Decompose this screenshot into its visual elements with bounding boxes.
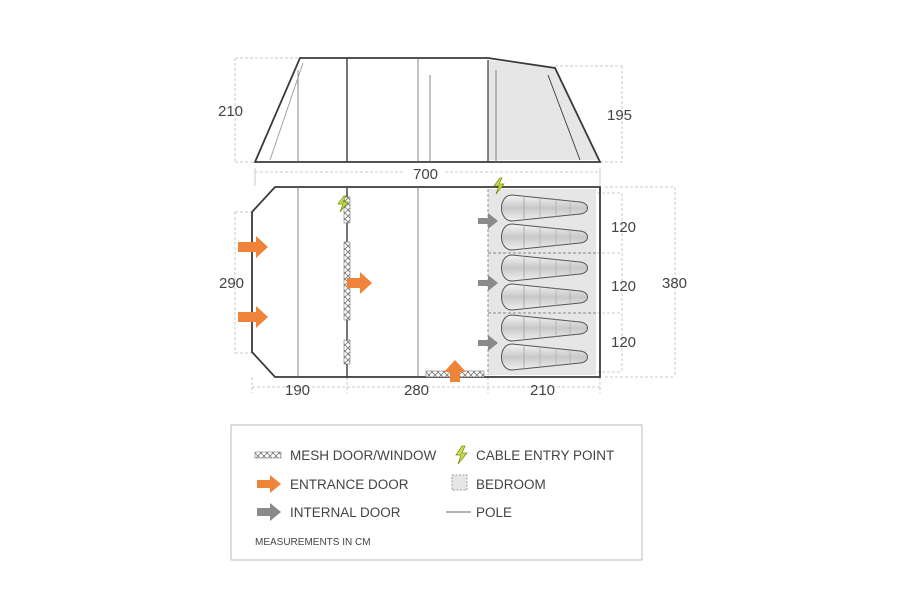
internal-door-arrows [478, 213, 498, 351]
elevation-guides [234, 57, 623, 163]
legend-box [230, 424, 643, 561]
entrance-arrow-icon [444, 360, 466, 382]
internal-arrow-icon [478, 213, 498, 229]
elevation-pole-lines [269, 58, 581, 162]
floorplan-guides [234, 186, 676, 393]
legend-note: MEASUREMENTS IN CM [255, 537, 371, 548]
entrance-arrows [238, 236, 466, 382]
legend-cable-label: CABLE ENTRY POINT [476, 448, 614, 463]
sleeping-bag-icon [501, 254, 588, 282]
dim-total-length: 700 [413, 166, 438, 183]
bedroom-icon [451, 474, 468, 491]
elevation-outline [253, 57, 602, 163]
dim-bedroom-2: 120 [611, 278, 636, 295]
dim-total-width: 380 [662, 275, 687, 292]
internal-arrow-icon [478, 335, 498, 351]
total-length-dimension: 700 [254, 164, 601, 186]
legend-entrance-label: ENTRANCE DOOR [290, 477, 409, 492]
entrance-arrow-icon [347, 272, 372, 294]
entrance-arrow-icon [238, 236, 268, 258]
mesh-strip [343, 196, 351, 224]
mesh-icon [254, 451, 282, 459]
dim-side-height-left: 210 [218, 103, 243, 120]
entrance-arrow-icon [238, 306, 268, 328]
floor-plan: 290 120 120 120 380 190 280 210 [219, 177, 687, 399]
dim-section-bedroom: 210 [530, 382, 555, 399]
legend-bedroom-label: BEDROOM [476, 477, 546, 492]
cable-entry-icon [493, 177, 505, 195]
cable-icon [455, 445, 468, 465]
internal-arrow-icon [478, 275, 498, 291]
dim-side-height-right: 195 [607, 107, 632, 124]
bedroom-area [488, 189, 596, 375]
legend: MESH DOOR/WINDOW CABLE ENTRY POINT ENTRA… [230, 424, 643, 561]
legend-internal-label: INTERNAL DOOR [290, 505, 401, 520]
legend-mesh-label: MESH DOOR/WINDOW [290, 448, 436, 463]
sleeping-bag-icon [501, 223, 588, 251]
dim-bedroom-3: 120 [611, 334, 636, 351]
sleeping-bag-icon [501, 194, 588, 222]
sleeping-bag-icon [501, 314, 588, 342]
mesh-strip [343, 339, 351, 365]
side-elevation: 210 195 [218, 57, 632, 163]
internal-arrow-icon [257, 503, 281, 521]
dim-section-living: 280 [404, 382, 429, 399]
sleeping-bag-icon [501, 343, 588, 371]
dim-section-porch: 190 [285, 382, 310, 399]
cable-entry-icon [337, 195, 349, 213]
sleeping-bag-icon [501, 283, 588, 311]
dim-bedroom-1: 120 [611, 219, 636, 236]
elevation-bedroom-area [488, 60, 600, 160]
floorplan-outline [251, 186, 601, 378]
legend-pole-label: POLE [476, 505, 512, 520]
dim-floor-width: 290 [219, 275, 244, 292]
entrance-arrow-icon [257, 475, 281, 493]
sleeping-bags [501, 194, 588, 371]
